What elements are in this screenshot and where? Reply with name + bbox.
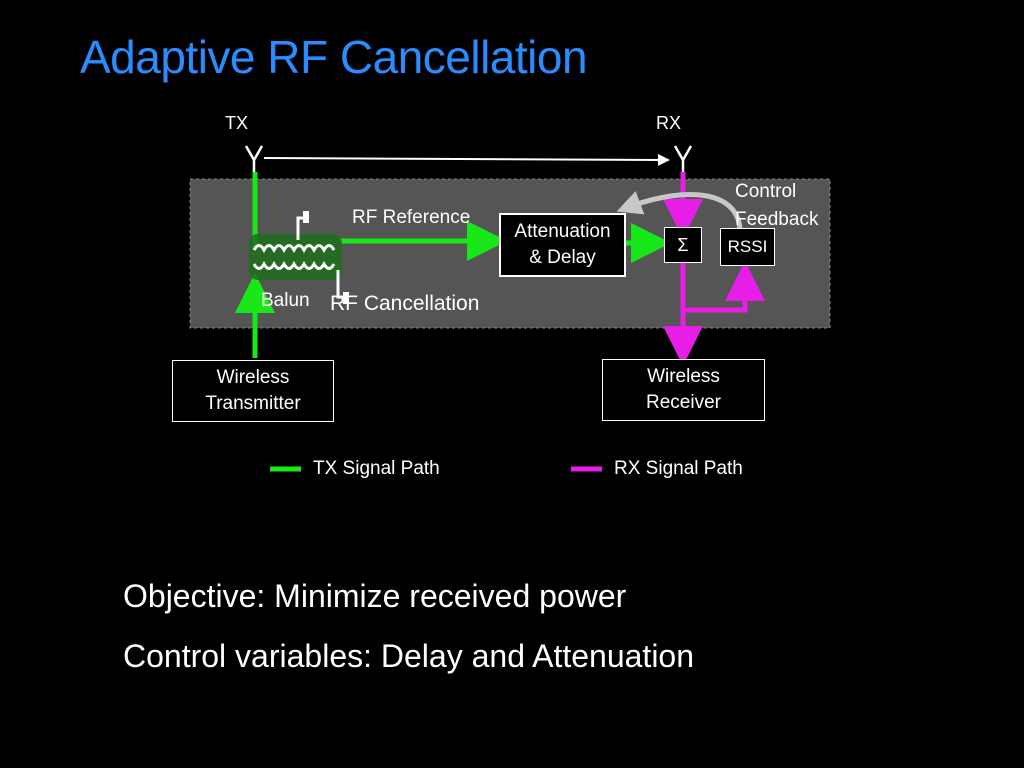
rssi-tap-path	[683, 261, 765, 313]
wireless-transmitter-block: Wireless Transmitter	[172, 360, 334, 422]
rssi-block: RSSI	[720, 228, 775, 266]
summer-block: Σ	[664, 227, 702, 263]
rf-cancellation-label: RF Cancellation	[330, 292, 480, 315]
rx-antenna-icon	[673, 145, 693, 172]
wireless-receiver-block: Wireless Receiver	[602, 359, 765, 421]
receiver-line2: Receiver	[646, 392, 721, 413]
control-feedback-arrow	[616, 191, 743, 233]
rx-label: RX	[656, 113, 682, 133]
objective-text: Objective: Minimize received power	[123, 578, 627, 614]
control-feedback-label: Control Feedback	[735, 178, 818, 234]
tx-antenna-icon	[244, 145, 264, 172]
slide-title: Adaptive RF Cancellation	[80, 31, 588, 83]
balun-icon	[249, 211, 349, 304]
balun-label: Balun	[261, 290, 310, 311]
tx-label: TX	[225, 113, 249, 133]
attenuation-line2: & Delay	[529, 247, 596, 268]
control-variables-text: Control variables: Delay and Attenuation	[123, 638, 695, 674]
rf-reference-label: RF Reference	[352, 207, 471, 228]
transmitter-line2: Transmitter	[205, 393, 301, 414]
control-line2: Feedback	[735, 209, 819, 230]
attenuation-delay-block: Attenuation & Delay	[499, 213, 626, 277]
transmitter-line1: Wireless	[216, 367, 290, 388]
control-line1: Control	[735, 181, 797, 202]
receiver-line1: Wireless	[647, 366, 720, 387]
legend-rx-label: RX Signal Path	[614, 458, 743, 479]
air-path-arrow	[263, 153, 670, 166]
legend-tx-label: TX Signal Path	[313, 458, 440, 479]
attenuation-line1: Attenuation	[514, 221, 611, 242]
